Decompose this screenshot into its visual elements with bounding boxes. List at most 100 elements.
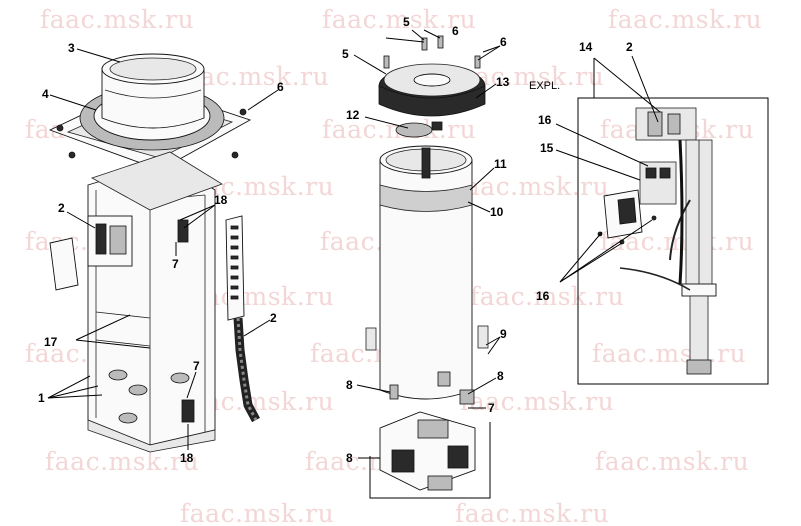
cable-harness — [421, 147, 431, 179]
foot — [128, 384, 148, 396]
foot — [170, 372, 190, 384]
callout-6: 6 — [277, 80, 284, 94]
cap-bolt — [437, 35, 444, 49]
callout-1: 1 — [38, 391, 45, 405]
bracket-part — [437, 371, 451, 387]
junction-terminal — [109, 225, 127, 255]
base-block — [391, 449, 415, 473]
cover-ring-band — [104, 89, 202, 99]
base-block — [427, 475, 453, 491]
cable-bundle — [678, 139, 684, 285]
watermark: faac.msk.ru — [455, 172, 609, 201]
actuator-detail — [577, 97, 769, 385]
cap-bolt — [474, 55, 481, 69]
callout-18: 18 — [180, 451, 194, 465]
watermark: faac.msk.ru — [608, 5, 762, 34]
callout-2: 2 — [58, 201, 65, 215]
watermark: faac.msk.ru — [322, 5, 476, 34]
cap-disc-hub — [413, 73, 451, 87]
callout-5: 5 — [342, 47, 349, 61]
callout-8: 8 — [346, 378, 353, 392]
pump-valve — [667, 113, 681, 135]
bolt — [56, 124, 64, 132]
pump-valve — [647, 111, 663, 137]
callout-8: 8 — [346, 451, 353, 465]
watermark: faac.msk.ru — [595, 447, 749, 476]
callout-13: 13 — [496, 75, 510, 89]
bolt — [239, 108, 247, 116]
bolt — [231, 151, 239, 159]
watermark: faac.msk.ru — [45, 447, 199, 476]
frame-assembly — [48, 53, 260, 453]
cap-bolt — [383, 55, 390, 69]
callout-6: 6 — [452, 24, 459, 38]
hydraulic-hose — [619, 267, 691, 291]
cage-top — [91, 151, 223, 211]
base-plate — [87, 419, 216, 453]
control-cover-window — [617, 197, 637, 225]
terminal-block — [177, 219, 189, 243]
middle-leader-lines — [353, 29, 501, 459]
callout-2: 2 — [626, 40, 633, 54]
callout-16: 16 — [536, 289, 550, 303]
callout-16: 16 — [538, 113, 552, 127]
bolt — [68, 151, 76, 159]
callout-18: 18 — [214, 193, 228, 207]
screw — [651, 215, 657, 221]
base-detail-frame — [369, 422, 491, 499]
callout-10: 10 — [490, 205, 504, 219]
callout-11: 11 — [494, 157, 507, 171]
cable-chain-links — [236, 317, 258, 421]
light-lens — [395, 122, 433, 138]
callout-12: 12 — [346, 108, 360, 122]
reflective-band — [379, 184, 473, 212]
watermark: faac.msk.ru — [40, 5, 194, 34]
callout-7: 7 — [172, 257, 179, 271]
base-block — [417, 419, 449, 439]
cap-bolt — [421, 37, 428, 51]
callout-8: 8 — [497, 369, 504, 383]
right-leader-lines — [555, 55, 661, 283]
watermark: faac.msk.ru — [470, 282, 624, 311]
cylinder-assembly — [365, 35, 491, 499]
watermark: faac.msk.ru — [180, 499, 334, 526]
control-component — [659, 167, 671, 179]
callout-14: 14 — [579, 40, 593, 54]
box-cover — [49, 237, 79, 291]
rail-slots — [230, 225, 239, 300]
cage-crossbar — [95, 311, 151, 319]
expl-label: EXPL. — [529, 80, 560, 92]
flash-light — [365, 327, 377, 351]
hydraulic-pump — [635, 107, 697, 141]
middle-callouts: 5 6 6 5 13 12 11 10 9 8 8 7 8 — [342, 15, 510, 465]
callout-2: 2 — [270, 311, 277, 325]
control-component — [645, 167, 657, 179]
watermark: faac.msk.ru — [455, 499, 609, 526]
terminal-block — [181, 399, 195, 423]
junction-terminal — [95, 223, 107, 255]
callout-7: 7 — [193, 359, 200, 373]
callout-7: 7 — [488, 401, 495, 415]
left-callouts: 3 4 6 2 18 7 17 2 1 7 18 — [38, 41, 284, 465]
cap-disc-rim — [378, 85, 486, 117]
callout-15: 15 — [540, 141, 554, 155]
left-leader-lines — [47, 48, 279, 450]
detail-frame — [577, 97, 769, 385]
watermark: faac.msk.ru — [592, 339, 746, 368]
cylinder-collar — [681, 283, 717, 297]
callout-3: 3 — [68, 41, 75, 55]
base-block — [447, 445, 469, 469]
light-bracket — [431, 121, 443, 131]
piston-rod — [689, 295, 709, 371]
cover-ring-opening — [109, 57, 197, 81]
right-callouts: 14 2 EXPL. 16 15 16 — [529, 40, 633, 303]
watermark: faac.msk.ru — [460, 387, 614, 416]
callout-4: 4 — [42, 87, 49, 101]
callout-5: 5 — [403, 15, 410, 29]
bracket-part — [389, 384, 399, 400]
bracket-part — [459, 389, 475, 405]
foot — [118, 412, 138, 424]
cage-crossbar — [95, 339, 151, 347]
foot — [108, 369, 128, 381]
